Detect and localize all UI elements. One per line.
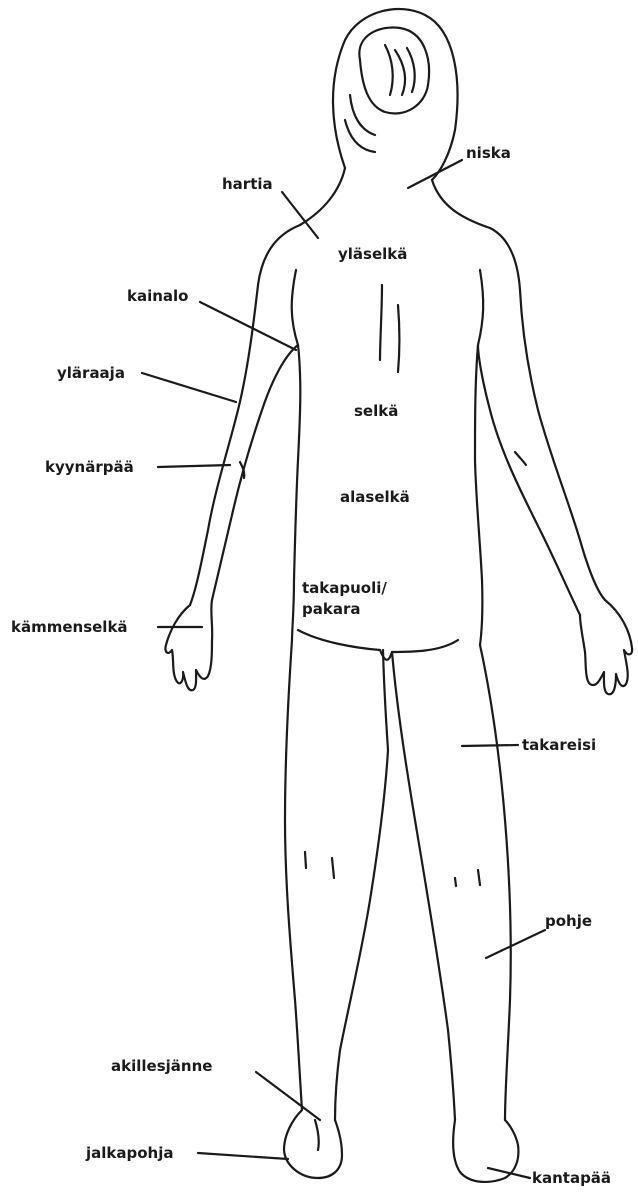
- label-kammenselka: kämmenselkä: [11, 619, 128, 636]
- leader-kainalo: [200, 302, 296, 350]
- label-alaselka: alaselkä: [340, 489, 410, 506]
- label-takareisi: takareisi: [522, 737, 596, 754]
- torso-right: [475, 345, 482, 645]
- label-takapuoli-line1: takapuoli/: [302, 580, 387, 597]
- label-akillesjanne: akillesjänne: [111, 1058, 212, 1075]
- left-foot: [284, 1110, 342, 1178]
- label-kantapaa: kantapää: [532, 1170, 611, 1187]
- spine: [380, 285, 382, 360]
- label-kyynarpaa: kyynärpää: [45, 459, 134, 476]
- right-leg-inner: [392, 652, 455, 1120]
- leader-ylaraaja: [142, 373, 236, 402]
- right-arm-inner: [478, 345, 580, 615]
- label-takapuoli: takapuoli/ pakara: [302, 580, 387, 618]
- left-hand: [165, 600, 212, 690]
- leader-jalkapohja: [198, 1153, 288, 1159]
- label-hartia: hartia: [222, 176, 273, 193]
- label-selka: selkä: [354, 403, 398, 420]
- label-ylaselka: yläselkä: [338, 246, 407, 263]
- left-leg-outer: [285, 640, 302, 1110]
- head-outline: [333, 9, 458, 180]
- right-hand: [580, 600, 632, 694]
- leader-takareisi: [462, 745, 518, 746]
- leader-niska: [408, 160, 462, 188]
- leader-akillesjanne: [256, 1072, 320, 1120]
- left-arm-outer: [190, 225, 300, 605]
- right-leg-outer: [480, 645, 511, 1120]
- left-arm-inner: [212, 345, 298, 600]
- hair-bun: [359, 27, 429, 113]
- label-kainalo: kainalo: [127, 288, 189, 305]
- torso-left: [292, 345, 300, 640]
- label-niska: niska: [466, 145, 511, 162]
- buttocks: [298, 630, 458, 660]
- left-leg-inner: [335, 750, 388, 1120]
- leader-kyynarpaa: [158, 465, 230, 467]
- label-ylaraaja: yläraaja: [57, 365, 125, 382]
- label-takapuoli-line2: pakara: [302, 601, 387, 618]
- leader-pohje: [486, 930, 545, 958]
- label-pohje: pohje: [545, 913, 592, 930]
- label-jalkapohja: jalkapohja: [86, 1145, 174, 1162]
